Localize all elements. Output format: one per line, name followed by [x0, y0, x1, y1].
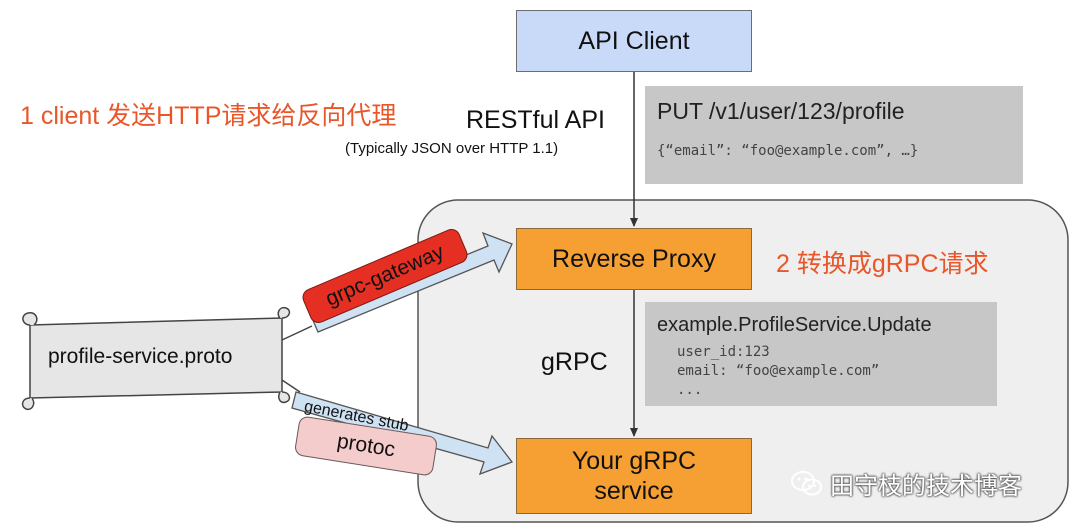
proto-proxy-connector	[281, 325, 313, 341]
proto-file-label: profile-service.proto	[48, 345, 233, 368]
http-request-body: {“email”: “foo@example.com”, …}	[657, 143, 919, 159]
grpc-service-line2: service	[594, 477, 674, 505]
proto-stub-connector	[281, 379, 301, 393]
step2-annotation: 2 转换成gRPC请求	[776, 250, 989, 278]
reverse-proxy-box: Reverse Proxy	[516, 228, 752, 290]
proto-scroll	[21, 306, 291, 411]
grpc-label: gRPC	[541, 348, 608, 376]
step1-annotation: 1 client 发送HTTP请求给反向代理	[20, 102, 397, 130]
watermark: 田守枝的技术博客	[790, 466, 1022, 501]
restful-api-label: RESTful API	[466, 106, 605, 134]
http-request-line: PUT /v1/user/123/profile	[657, 98, 905, 124]
grpc-service-box: Your gRPC service	[516, 438, 752, 514]
grpc-request-panel: example.ProfileService.Update user_id:12…	[645, 302, 997, 406]
api-client-box: API Client	[516, 10, 752, 72]
http-request-panel: PUT /v1/user/123/profile {“email”: “foo@…	[645, 86, 1023, 184]
grpc-field-line: ...	[677, 382, 703, 398]
wechat-icon	[791, 470, 822, 495]
grpc-field-line: user_id:123	[677, 344, 770, 360]
grpc-method-name: example.ProfileService.Update	[657, 314, 932, 336]
restful-api-subtitle: (Typically JSON over HTTP 1.1)	[345, 140, 559, 157]
grpc-service-line1: Your gRPC	[571, 447, 697, 475]
watermark-text: 田守枝的技术博客	[830, 473, 1022, 500]
grpc-field-line: email: “foo@example.com”	[677, 363, 880, 379]
